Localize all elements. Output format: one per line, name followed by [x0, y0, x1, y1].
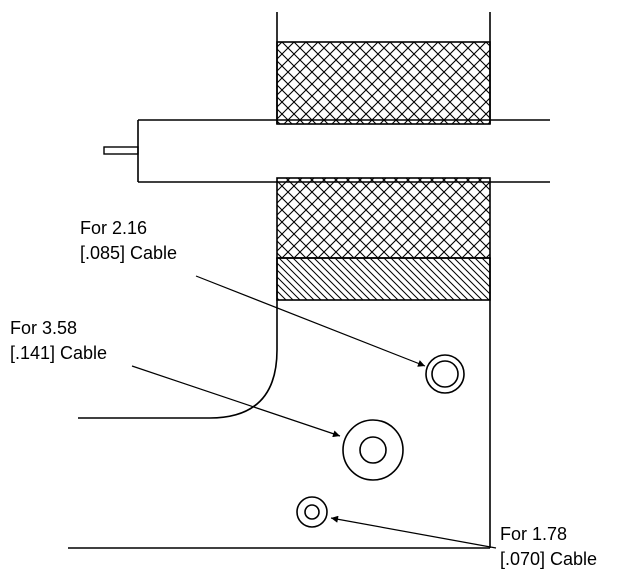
- upper-crosshatch-block: [276, 41, 491, 125]
- callout-cable-358: For 3.58 [.141] Cable: [10, 316, 107, 366]
- callout-178-line1: For 1.78: [500, 524, 568, 544]
- leader-358: [131, 365, 341, 438]
- base-plate-left-contour: [78, 258, 278, 419]
- callout-178-line2: [.070] Cable: [500, 549, 598, 569]
- callout-216-line2: [.085] Cable: [80, 243, 178, 263]
- lower-crosshatch-block: [276, 177, 491, 259]
- callout-358-line1: For 3.58: [10, 318, 78, 338]
- leader-178: [330, 515, 497, 549]
- hole-216: [425, 354, 465, 394]
- pin-stub: [103, 146, 139, 155]
- callout-cable-178: For 1.78 [.070] Cable: [500, 522, 597, 572]
- leader-216: [195, 275, 426, 367]
- callout-cable-216: For 2.16 [.085] Cable: [80, 216, 177, 266]
- hole-358: [342, 419, 404, 481]
- hole-178: [296, 496, 328, 528]
- callout-358-line2: [.141] Cable: [10, 343, 108, 363]
- callout-216-line1: For 2.16: [80, 218, 148, 238]
- diagonal-hatch-band: [276, 257, 491, 301]
